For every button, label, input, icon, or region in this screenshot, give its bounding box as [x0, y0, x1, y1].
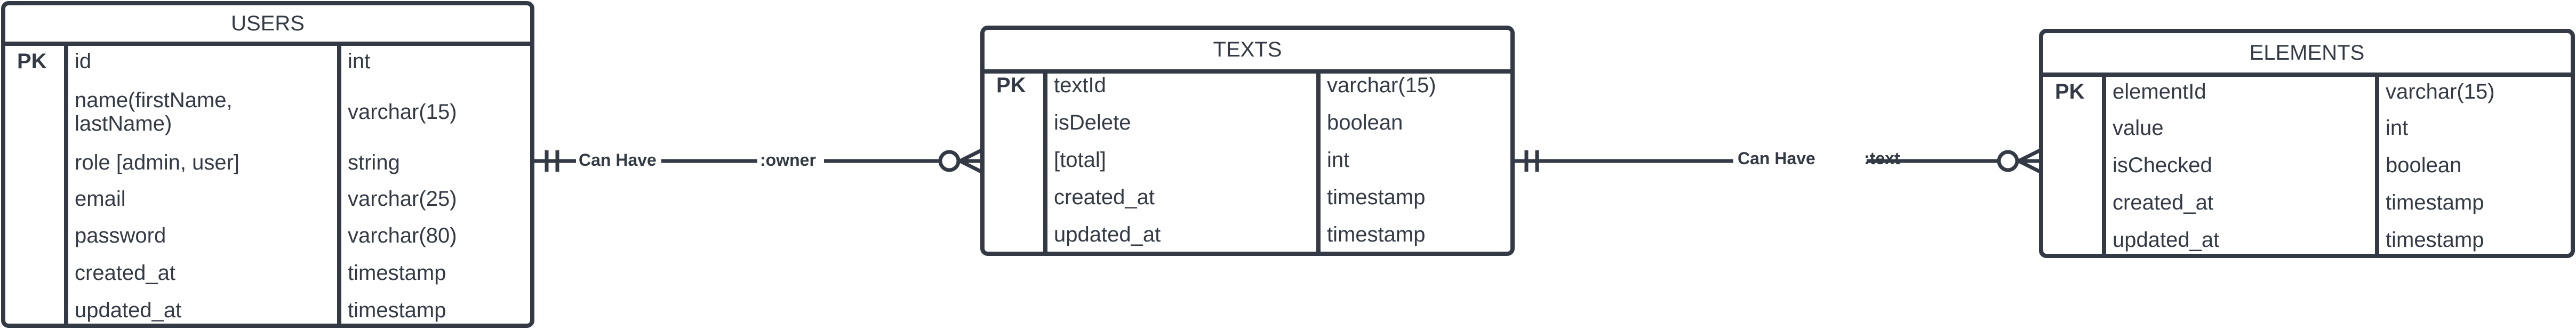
attribute-name: elementId	[2113, 80, 2206, 103]
attribute-name: isDelete	[1054, 111, 1131, 134]
entity-users[interactable]: USERS PK id int name(firstName, lastName) var…	[1, 1, 534, 328]
attribute-type: timestamp	[348, 299, 446, 322]
pk-label: PK	[2055, 80, 2085, 103]
pk-label: PK	[996, 74, 1026, 97]
attribute-name: password	[75, 224, 166, 247]
column-divider	[2102, 73, 2106, 254]
entity-title: TEXTS	[985, 30, 1510, 74]
attribute-type: int	[348, 50, 371, 73]
attribute-type: int	[1327, 148, 1350, 172]
column-divider	[64, 42, 68, 324]
column-divider	[2375, 73, 2379, 254]
attribute-name: created_at	[1054, 186, 1155, 209]
attribute-name: updated_at	[1054, 223, 1161, 246]
attribute-name: name(firstName, lastName)	[75, 88, 233, 135]
pk-label: PK	[17, 50, 47, 73]
entity-title: ELEMENTS	[2043, 33, 2571, 77]
attribute-name: updated_at	[75, 299, 182, 322]
crowfoot-prong	[2018, 159, 2041, 174]
attribute-name: value	[2113, 116, 2164, 140]
attribute-type: timestamp	[348, 261, 446, 285]
attribute-name: created_at	[75, 261, 176, 285]
relationship-role: :owner	[760, 150, 816, 170]
relationship-role: :text	[1864, 149, 1900, 168]
attribute-type: timestamp	[1327, 186, 1426, 209]
column-divider	[1043, 69, 1047, 252]
zero-optional-circle	[1997, 150, 2019, 172]
attribute-type: timestamp	[2386, 228, 2484, 252]
attribute-name: role [admin, user]	[75, 151, 240, 174]
relationship-texts-elements[interactable]: Can Have :text	[1514, 148, 2041, 174]
attribute-type: varchar(15)	[1327, 74, 1436, 97]
relationship-users-texts[interactable]: Can Have :owner	[533, 148, 982, 174]
entity-elements[interactable]: ELEMENTS PK elementId varchar(15) value int is…	[2039, 29, 2575, 258]
relationship-label: Can Have	[579, 150, 657, 170]
column-divider	[1316, 69, 1321, 252]
attribute-type: varchar(25)	[348, 187, 457, 211]
zero-optional-circle	[938, 150, 961, 172]
attribute-type: int	[2386, 116, 2409, 140]
attribute-name: isChecked	[2113, 154, 2212, 177]
relationship-label: Can Have	[1738, 149, 1815, 168]
attribute-type: string	[348, 151, 400, 174]
attribute-name: created_at	[2113, 191, 2214, 214]
attribute-type: timestamp	[2386, 191, 2484, 214]
attribute-name: updated_at	[2113, 228, 2220, 252]
attribute-type: boolean	[2386, 154, 2462, 177]
attribute-type: varchar(80)	[348, 224, 457, 247]
attribute-type: varchar(15)	[2386, 80, 2495, 103]
crowfoot-prong	[959, 159, 982, 174]
column-divider	[337, 42, 341, 324]
attribute-type: varchar(15)	[348, 100, 457, 124]
attribute-name: email	[75, 187, 126, 211]
attribute-name: id	[75, 50, 92, 73]
crowfoot-prong	[959, 148, 982, 163]
attribute-type: timestamp	[1327, 223, 1426, 246]
crowfoot-prong	[2018, 148, 2041, 163]
attribute-name: textId	[1054, 74, 1106, 97]
attribute-name: [total]	[1054, 148, 1106, 172]
entity-title: USERS	[5, 5, 530, 46]
attribute-type: boolean	[1327, 111, 1403, 134]
